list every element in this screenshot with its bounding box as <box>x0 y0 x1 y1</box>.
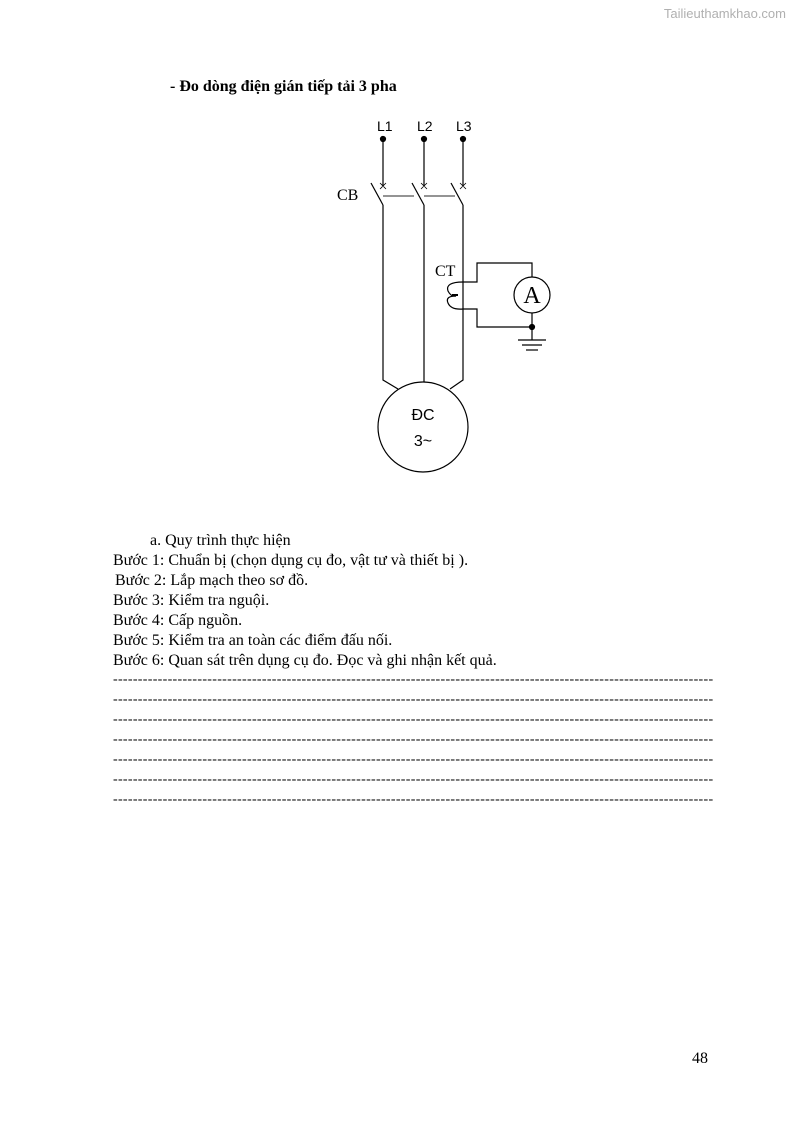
answer-line: ----------------------------------------… <box>113 773 713 787</box>
answer-line: ----------------------------------------… <box>113 753 713 767</box>
label-l2: L2 <box>417 118 433 134</box>
answer-line: ----------------------------------------… <box>113 713 713 727</box>
motor-phase-label: 3~ <box>414 433 432 450</box>
step-5: Bước 5: Kiểm tra an toàn các điểm đấu nố… <box>113 632 393 649</box>
answer-line: ----------------------------------------… <box>113 793 713 807</box>
load-wires <box>382 205 464 390</box>
label-l1: L1 <box>377 118 393 134</box>
step-6: Bước 6: Quan sát trên dụng cụ đo. Đọc và… <box>113 652 497 669</box>
step-3: Bước 3: Kiểm tra nguội. <box>113 592 270 609</box>
ground-icon <box>518 323 546 351</box>
motor: ĐC 3~ <box>377 381 469 473</box>
page-number: 48 <box>692 1050 708 1067</box>
answer-line: ----------------------------------------… <box>113 673 713 687</box>
cb-label: CB <box>337 187 358 204</box>
step-2: Bước 2: Lắp mạch theo sơ đồ. <box>115 572 309 589</box>
circuit-diagram: L1 L2 L3 CB CT A ĐC 3~ <box>337 118 551 473</box>
watermark: Tailieuthamkhao.com <box>663 6 786 21</box>
supply-wires <box>379 139 467 190</box>
ammeter: A <box>513 276 551 314</box>
circuit-breaker <box>370 182 464 206</box>
answer-line: ----------------------------------------… <box>113 733 713 747</box>
subsection-heading: a. Quy trình thực hiện <box>150 532 291 549</box>
step-1: Bước 1: Chuẩn bị (chọn dụng cụ đo, vật t… <box>113 552 469 569</box>
line-labels: L1 L2 L3 <box>377 118 472 134</box>
ct-label: CT <box>435 263 456 280</box>
motor-label: ĐC <box>411 407 434 424</box>
label-l3: L3 <box>456 118 472 134</box>
section-title: - Đo dòng điện gián tiếp tải 3 pha <box>170 78 397 95</box>
terminals <box>379 135 467 143</box>
answer-line: ----------------------------------------… <box>113 693 713 707</box>
step-4: Bước 4: Cấp nguồn. <box>113 612 243 629</box>
current-transformer <box>446 262 533 328</box>
ammeter-label: A <box>523 283 541 309</box>
